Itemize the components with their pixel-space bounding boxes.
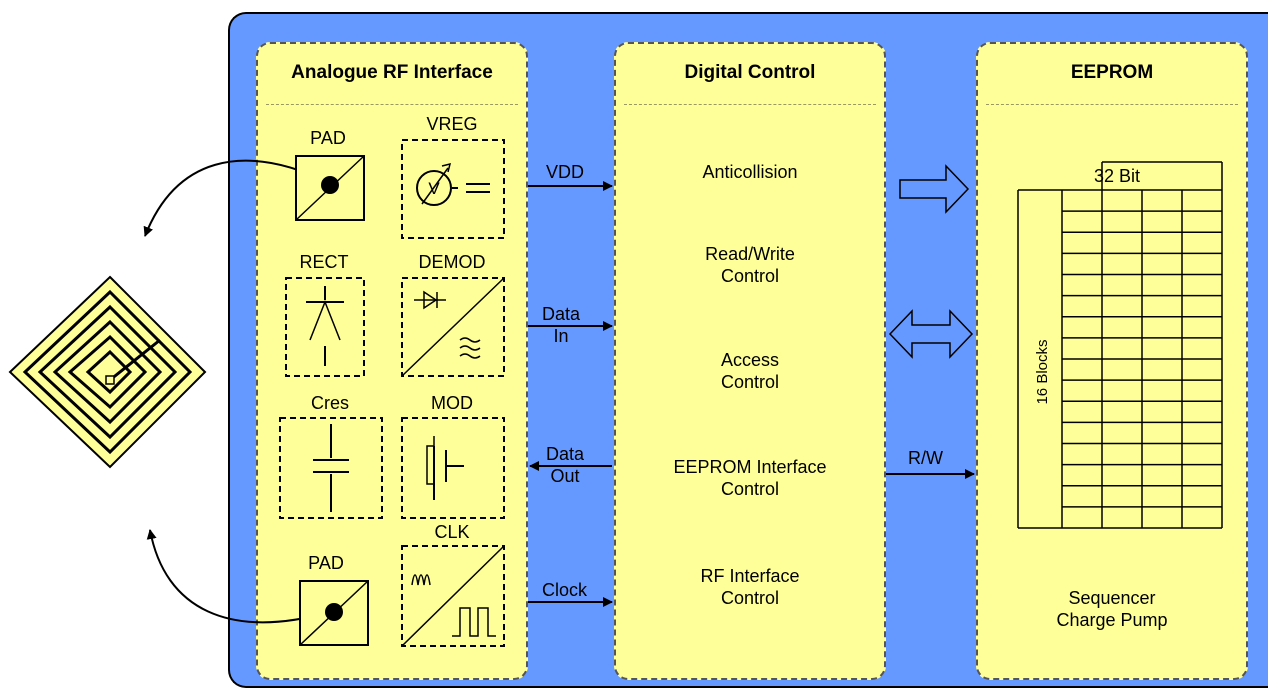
clock-label: Clock bbox=[542, 580, 588, 600]
digital-control-block: Digital Control bbox=[614, 42, 886, 680]
analog-title-rule bbox=[266, 104, 518, 105]
bus-arrow-right-icon bbox=[899, 164, 970, 214]
eeprom-bit-label: 32 Bit bbox=[1094, 166, 1141, 186]
rect-label: RECT bbox=[299, 252, 349, 272]
vreg-icon: V bbox=[401, 139, 505, 239]
eeprom-title-rule bbox=[986, 104, 1238, 105]
mod-label: MOD bbox=[431, 393, 473, 413]
access-control-label: Access Control bbox=[720, 350, 780, 392]
data-in-label: Data In bbox=[542, 304, 581, 346]
rect-icon bbox=[285, 277, 365, 377]
vreg-label: VREG bbox=[426, 114, 478, 134]
eeprom-blocks-label: 16 Blocks bbox=[1034, 339, 1051, 404]
bus-arrow-bidirectional-icon bbox=[888, 309, 974, 359]
pad-top-label: PAD bbox=[310, 128, 346, 148]
anticollision-label: Anticollision bbox=[702, 162, 798, 182]
antenna-bottom-curve bbox=[146, 529, 331, 624]
read-write-control-label: Read/Write Control bbox=[705, 244, 795, 286]
rw-label: R/W bbox=[908, 448, 943, 468]
eeprom-footer-label: Sequencer Charge Pump bbox=[1056, 588, 1168, 630]
rf-interface-control-label: RF Interface Control bbox=[700, 566, 800, 608]
eeprom-title: EEPROM bbox=[1070, 62, 1154, 83]
digital-control-title: Digital Control bbox=[684, 62, 816, 83]
analog-rf-block: Analogue RF Interface bbox=[256, 42, 528, 680]
clk-icon bbox=[401, 545, 505, 647]
cres-capacitor-icon bbox=[279, 417, 383, 519]
eeprom-memory-grid bbox=[1017, 161, 1223, 529]
clk-label: CLK bbox=[434, 522, 470, 542]
demod-icon bbox=[401, 277, 505, 377]
digital-title-rule bbox=[624, 104, 876, 105]
pad-top-icon bbox=[295, 155, 365, 221]
cres-label: Cres bbox=[310, 393, 349, 413]
demod-label: DEMOD bbox=[418, 252, 486, 272]
eeprom-block: EEPROM bbox=[976, 42, 1248, 680]
pad-bottom-label: PAD bbox=[308, 553, 344, 573]
mod-icon bbox=[401, 417, 505, 519]
eeprom-interface-control-label: EEPROM Interface Control bbox=[673, 457, 827, 499]
antenna-coil-icon bbox=[8, 275, 207, 469]
data-out-label: Data Out bbox=[546, 444, 585, 486]
vdd-label: VDD bbox=[546, 162, 585, 182]
analog-rf-title: Analogue RF Interface bbox=[291, 62, 493, 83]
pad-bottom-icon bbox=[299, 580, 369, 646]
